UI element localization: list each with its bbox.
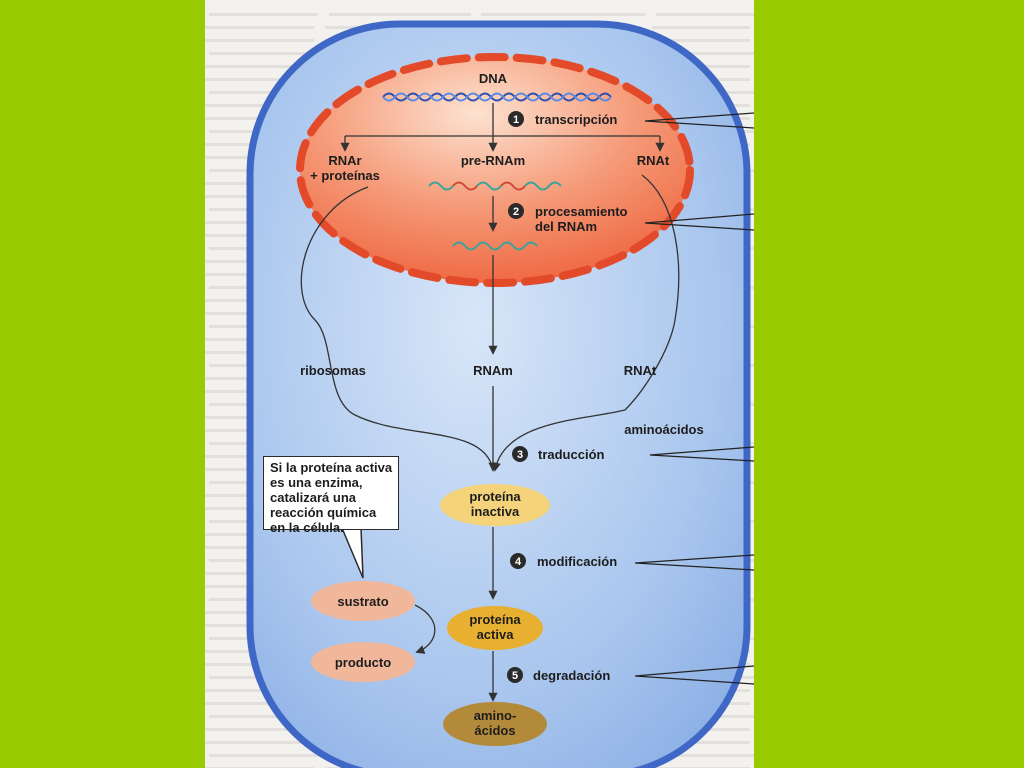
inactive-protein-label-2: inactiva <box>471 504 520 519</box>
step-number: 1 <box>513 114 519 126</box>
step-3: 3 traducción <box>512 446 754 462</box>
step-label: modificación <box>537 554 617 569</box>
rnar-proteins-label: + proteínas <box>310 168 380 183</box>
step-leader-line <box>649 446 754 462</box>
step-leader-line <box>634 554 754 571</box>
product-label: producto <box>335 655 391 670</box>
step-number: 5 <box>512 670 518 682</box>
note-line: en la célula. <box>270 520 344 535</box>
amino-acids-node <box>443 702 547 746</box>
step-leader-line <box>644 213 754 231</box>
step-label: traducción <box>538 447 605 462</box>
substrate-label: sustrato <box>337 594 388 609</box>
rnat-top-label: RNAt <box>637 153 670 168</box>
step-leader-line <box>634 665 754 685</box>
step-label: procesamiento <box>535 204 628 219</box>
ribosomas-label: ribosomas <box>300 363 366 378</box>
active-protein-node <box>447 606 543 650</box>
pre-rnam-label: pre-RNAm <box>461 153 525 168</box>
note-line: catalizará una <box>270 490 356 505</box>
step-number-badge <box>508 203 524 219</box>
step-number: 3 <box>517 449 523 461</box>
step-number-badge <box>512 446 528 462</box>
dna-helix <box>382 92 612 102</box>
step-label-line2: del RNAm <box>535 219 597 234</box>
inactive-protein-node <box>440 484 550 526</box>
amino-acids-label-2: ácidos <box>474 723 515 738</box>
active-protein-label-1: proteína <box>469 612 521 627</box>
step-leader-line <box>644 112 754 129</box>
step-number-badge <box>508 111 524 127</box>
page-text-line <box>209 13 754 16</box>
step-5: 5 degradación <box>507 665 754 685</box>
note-line: es una enzima, <box>270 475 363 490</box>
step-number: 2 <box>513 206 519 218</box>
step-number-badge <box>510 553 526 569</box>
amino-acids-label-1: amino- <box>474 708 517 723</box>
aminoacidos-label: aminoácidos <box>624 422 703 437</box>
substrate-node <box>311 581 415 621</box>
dna-label: DNA <box>479 71 508 86</box>
nuclear-envelope <box>296 53 694 287</box>
step-4: 4 modificación <box>510 553 754 571</box>
mrna-strand <box>452 241 538 251</box>
step-label: transcripción <box>535 112 617 127</box>
step-number: 4 <box>515 556 522 568</box>
rnat-bottom-label: RNAt <box>624 363 657 378</box>
note-line: Si la proteína activa <box>270 460 393 475</box>
gene-expression-diagram: DNA RNAr + proteínas pre-RNAm RNAt ribos… <box>246 20 754 768</box>
rnar-label: RNAr <box>328 153 361 168</box>
slide-image: DNA RNAr + proteínas pre-RNAm RNAt ribos… <box>205 0 754 768</box>
note-line: reacción química <box>270 505 377 520</box>
step-label: degradación <box>533 668 610 683</box>
inactive-protein-label-1: proteína <box>469 489 521 504</box>
step-1: 1 transcripción <box>508 111 754 129</box>
nucleus <box>300 57 690 283</box>
product-node <box>311 642 415 682</box>
rnam-label: RNAm <box>473 363 513 378</box>
step-number-badge <box>507 667 523 683</box>
active-protein-label-2: activa <box>477 627 515 642</box>
pre-mrna-strand <box>428 181 562 191</box>
